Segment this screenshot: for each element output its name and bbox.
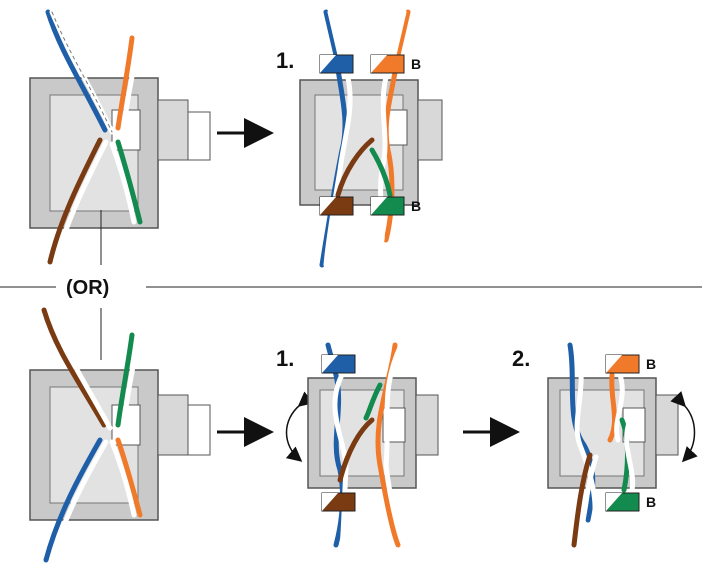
wire-pairs-top-result [319,9,411,268]
wire-pairs-bottom-step2 [567,342,636,548]
pair-label-b-top-bottom-row: B [646,356,656,372]
pair-tag-orange-bottom [605,354,640,374]
pair-label-b-top: B [411,56,421,72]
step-1-label-bottom: 1. [276,346,294,371]
step-2-label: 2. [512,346,530,371]
pair-tag-blue-bottom [321,354,356,374]
pair-tag-brown [319,196,354,216]
wire-pairs-bottom-start [41,307,143,563]
pair-tag-orange [370,54,405,74]
pair-tag-green-bottom [605,492,640,512]
connector-housing-top-result [299,79,443,206]
step-1-label-top: 1. [276,48,294,73]
pair-tag-green [370,196,405,216]
pair-tag-brown-bottom [321,492,356,512]
pair-label-b-bottom: B [411,198,421,214]
or-label: (OR) [66,277,109,299]
wire-pairs-bottom-step1 [325,342,407,548]
wire-pairs-top-start [45,9,143,265]
pair-label-b-bottom-bottom-row: B [646,494,656,510]
rotate-arrow-bottom-2 [670,391,698,463]
rotate-arrow-bottom-1 [285,391,315,462]
pair-tag-blue [319,54,354,74]
